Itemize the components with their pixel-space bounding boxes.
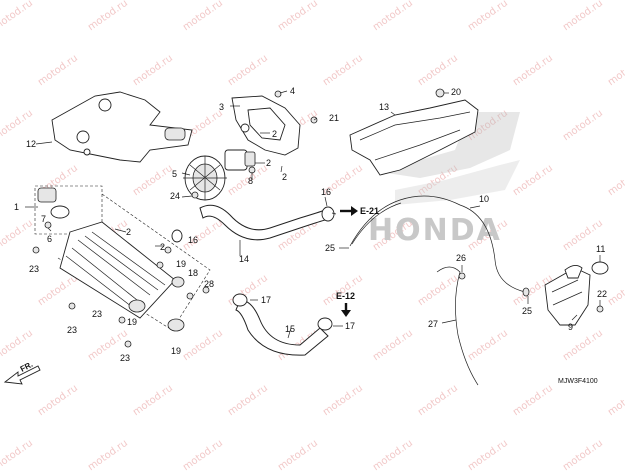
part-1-radiator <box>32 185 211 348</box>
callout-18: 18 <box>188 268 198 278</box>
callout-27: 27 <box>428 319 438 329</box>
callout-5: 5 <box>172 169 177 179</box>
callout-11: 11 <box>596 244 605 254</box>
callout-2: 2 <box>266 158 271 168</box>
e12-reference-arrow <box>341 303 351 317</box>
honda-logo-text: HONDA <box>368 213 502 248</box>
callout-2: 2 <box>160 242 165 252</box>
callout-17: 17 <box>345 321 355 331</box>
callout-23: 23 <box>67 325 77 335</box>
callout-25: 25 <box>522 306 532 316</box>
callout-13: 13 <box>379 102 389 112</box>
callout-20: 20 <box>451 87 461 97</box>
callout-19: 19 <box>127 317 137 327</box>
part-3-fan-shroud <box>231 90 318 156</box>
reference-e21: E-21 <box>360 206 379 216</box>
part-14-upper-hose <box>171 204 335 243</box>
callout-12: 12 <box>26 139 36 149</box>
part-5-cooling-fan <box>183 149 256 201</box>
callout-23: 23 <box>29 264 39 274</box>
part-15-lower-hose <box>232 293 333 356</box>
callout-7: 7 <box>41 214 46 224</box>
part-12-bracket <box>51 91 193 163</box>
callout-23: 23 <box>120 353 130 363</box>
callout-21: 21 <box>329 113 339 123</box>
callout-2: 2 <box>272 129 277 139</box>
callout-17: 17 <box>261 295 271 305</box>
part-9-reserve-tank <box>544 261 609 326</box>
callout-2: 2 <box>282 172 287 182</box>
part-13-heat-guard <box>349 88 479 176</box>
callout-16: 16 <box>188 235 198 245</box>
callout-26: 26 <box>456 253 466 263</box>
callout-2: 2 <box>126 227 131 237</box>
front-direction-arrow <box>3 365 41 385</box>
part-10-siphon-hose <box>349 195 530 297</box>
callout-25: 25 <box>325 243 335 253</box>
callout-24: 24 <box>170 191 180 201</box>
callout-9: 9 <box>568 322 573 332</box>
e21-reference-arrow <box>340 206 358 216</box>
callout-19: 19 <box>171 346 181 356</box>
part-27-overflow-tube <box>436 266 479 386</box>
reference-e12: E-12 <box>336 291 355 301</box>
callout-10: 10 <box>479 194 489 204</box>
callout-19: 19 <box>176 259 186 269</box>
leader-lines <box>25 90 601 339</box>
callout-14: 14 <box>239 254 249 264</box>
callout-23: 23 <box>92 309 102 319</box>
callout-16: 16 <box>321 187 331 197</box>
callout-8: 8 <box>248 176 253 186</box>
callouts: 1 2 2 2 2 2 3 4 5 6 7 8 9 10 11 12 13 14… <box>14 86 607 363</box>
callout-15: 15 <box>285 324 295 334</box>
callout-4: 4 <box>290 86 295 96</box>
callout-22: 22 <box>597 289 607 299</box>
diagram-code: MJW3F4100 <box>558 378 598 385</box>
callout-6: 6 <box>47 234 52 244</box>
callout-28: 28 <box>204 279 214 289</box>
callout-3: 3 <box>219 102 224 112</box>
callout-1: 1 <box>14 202 19 212</box>
